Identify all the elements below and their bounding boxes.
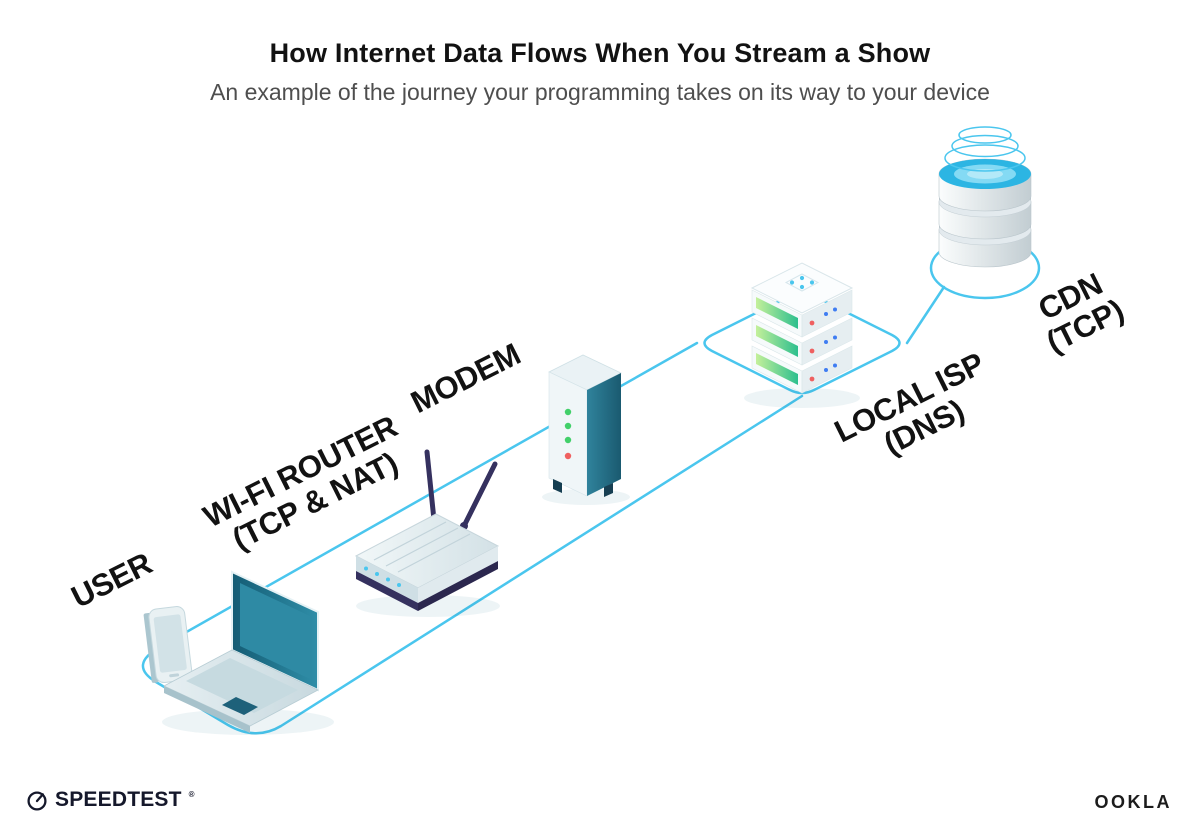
- cdn-database-illustration: [938, 126, 1032, 268]
- smartphone-illustration: [143, 606, 193, 684]
- cdn-wireframe-rings: [944, 126, 1026, 172]
- modem-leds: [564, 408, 572, 460]
- path-isp-to-cdn: [905, 285, 946, 345]
- page-subtitle: An example of the journey your programmi…: [210, 79, 990, 105]
- speedtest-logo: SPEEDTEST ®: [26, 788, 195, 812]
- ookla-wordmark: OOKLA: [1094, 792, 1172, 812]
- device-shadows: [162, 388, 860, 735]
- server-slab: [751, 289, 853, 338]
- speedtest-trademark: ®: [188, 789, 195, 799]
- speedtest-gauge-icon: [27, 791, 47, 811]
- modem-side-face: [587, 373, 621, 496]
- modem-illustration: [548, 354, 622, 497]
- router-base: [356, 571, 418, 611]
- router-leds: [364, 566, 401, 587]
- speedtest-wordmark: SPEEDTEST: [55, 788, 182, 811]
- ookla-logo: OOKLA: [1095, 792, 1173, 813]
- server-slab: [751, 345, 853, 394]
- laptop-illustration: [163, 570, 319, 733]
- page-title: How Internet Data Flows When You Stream …: [269, 38, 931, 68]
- footer: SPEEDTEST ® OOKLA: [0, 784, 1200, 824]
- header: How Internet Data Flows When You Stream …: [0, 0, 1200, 106]
- server-slab: [751, 317, 853, 366]
- modem-front-face: [548, 371, 588, 497]
- laptop-keyboard: [186, 658, 298, 713]
- wifi-router-illustration: [354, 449, 500, 611]
- router-antennas: [424, 449, 498, 529]
- isp-server-illustration: [750, 262, 854, 394]
- laptop-trackpad: [222, 697, 258, 715]
